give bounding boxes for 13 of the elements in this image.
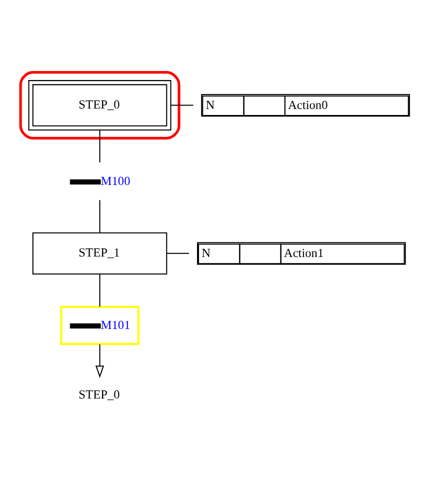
node-box: STEP_0	[28, 80, 172, 130]
node-box: M101	[60, 305, 140, 344]
connector	[170, 104, 194, 106]
cluster	[19, 70, 180, 139]
connector	[99, 200, 100, 232]
connector	[99, 274, 100, 306]
node-text: STEP_0	[78, 387, 120, 402]
connector	[166, 252, 190, 254]
arrow	[95, 344, 104, 378]
node-box: STEP_1	[32, 232, 168, 274]
node-label: M100	[100, 174, 130, 188]
node-box	[70, 178, 101, 184]
connector	[99, 130, 100, 162]
